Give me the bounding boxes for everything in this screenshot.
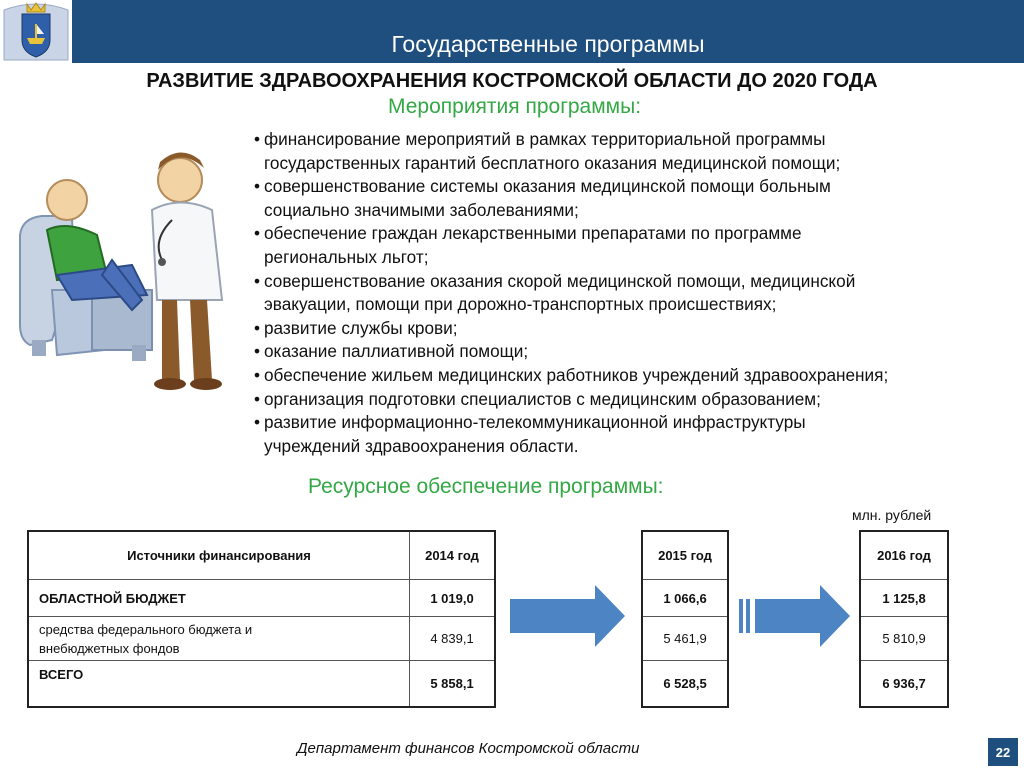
header-bar: Государственные программы bbox=[0, 0, 1024, 63]
page-number-badge: 22 bbox=[988, 738, 1018, 766]
value-2016-total: 6 936,7 bbox=[882, 676, 926, 691]
list-item: развитие службы крови; bbox=[250, 317, 1020, 341]
value-2014-total: 5 858,1 bbox=[430, 676, 474, 691]
value-2016-federal: 5 810,9 bbox=[882, 631, 926, 646]
value-2014-regional: 1 019,0 bbox=[430, 590, 474, 606]
coat-of-arms-emblem bbox=[0, 0, 72, 63]
units-label: млн. рублей bbox=[852, 507, 932, 523]
funding-table-2014: Источники финансирования 2014 год ОБЛАСТ… bbox=[27, 530, 496, 708]
header-title: Государственные программы bbox=[391, 31, 705, 57]
footer-department: Департамент финансов Костромской области bbox=[297, 740, 640, 757]
list-item: финансирование мероприятий в рамках терр… bbox=[250, 128, 1020, 175]
value-2015-regional: 1 066,6 bbox=[663, 590, 707, 606]
section-title-measures: Мероприятия программы: bbox=[388, 95, 642, 118]
funding-table-2016: 2016 год 1 125,8 5 810,9 6 936,7 bbox=[859, 530, 949, 708]
arrow-right-icon bbox=[510, 585, 625, 647]
list-item: совершенствование системы оказания медиц… bbox=[250, 175, 1020, 222]
row-label-regional-budget: ОБЛАСТНОЙ БЮДЖЕТ bbox=[39, 590, 186, 606]
page-title: РАЗВИТИЕ ЗДРАВООХРАНЕНИЯ КОСТРОМСКОЙ ОБЛ… bbox=[146, 70, 878, 92]
funding-table-2015: 2015 год 1 066,6 5 461,9 6 528,5 bbox=[641, 530, 729, 708]
doctor-patient-illustration bbox=[12, 140, 237, 395]
column-header-sources: Источники финансирования bbox=[127, 548, 311, 563]
value-2014-federal: 4 839,1 bbox=[430, 631, 474, 646]
column-header-year: 2014 год bbox=[425, 548, 479, 563]
value-2016-regional: 1 125,8 bbox=[882, 590, 926, 606]
value-2015-federal: 5 461,9 bbox=[663, 631, 707, 646]
list-item: обеспечение жильем медицинских работнико… bbox=[250, 364, 1020, 388]
list-item: совершенствование оказания скорой медици… bbox=[250, 270, 1020, 317]
column-header-year: 2015 год bbox=[658, 548, 712, 563]
arrow-right-icon bbox=[739, 585, 850, 647]
list-item: оказание паллиативной помощи; bbox=[250, 340, 1020, 364]
row-label-total: ВСЕГО bbox=[39, 666, 84, 682]
value-2015-total: 6 528,5 bbox=[663, 676, 707, 691]
list-item: обеспечение граждан лекарственными препа… bbox=[250, 222, 1020, 269]
list-item: организация подготовки специалистов с ме… bbox=[250, 388, 1020, 412]
column-header-year: 2016 год bbox=[877, 548, 931, 563]
section-title-resources: Ресурсное обеспечение программы: bbox=[308, 475, 664, 498]
measures-list: финансирование мероприятий в рамках терр… bbox=[250, 128, 1020, 458]
list-item: развитие информационно-телекоммуникацион… bbox=[250, 411, 1020, 458]
